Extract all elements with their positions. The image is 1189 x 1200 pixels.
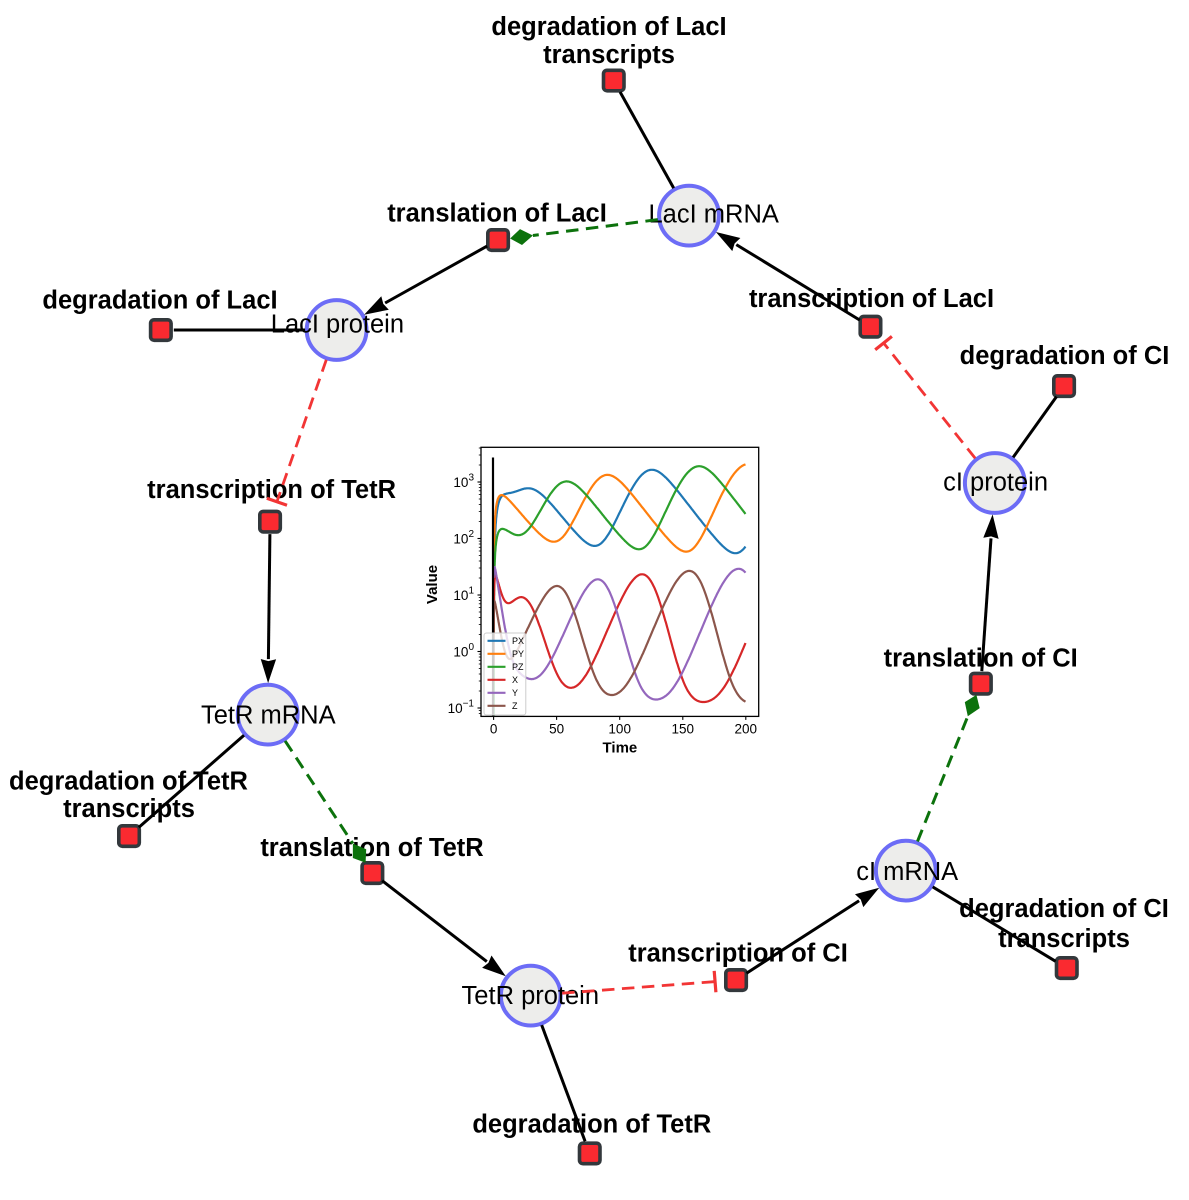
svg-text:Z: Z (512, 701, 518, 711)
svg-text:cI protein: cI protein (943, 469, 1048, 497)
svg-text:100: 100 (608, 722, 631, 737)
svg-text:translation of LacI: translation of LacI (387, 199, 607, 227)
svg-text:PZ: PZ (512, 662, 524, 672)
svg-text:degradation of TetR: degradation of TetR (472, 1111, 711, 1139)
svg-text:50: 50 (549, 722, 564, 737)
svg-text:degradation of LacI: degradation of LacI (42, 287, 277, 315)
svg-text:degradation of TetR: degradation of TetR (9, 768, 248, 796)
svg-text:Time: Time (603, 740, 638, 757)
svg-text:TetR protein: TetR protein (462, 982, 600, 1010)
svg-text:cI mRNA: cI mRNA (856, 858, 958, 886)
svg-text:LacI mRNA: LacI mRNA (649, 200, 779, 228)
svg-text:LacI protein: LacI protein (271, 311, 404, 339)
svg-text:150: 150 (672, 722, 695, 737)
svg-text:translation of TetR: translation of TetR (260, 834, 483, 862)
svg-text:degradation of LacI: degradation of LacI (491, 13, 726, 41)
svg-text:transcripts: transcripts (63, 795, 195, 823)
svg-text:Y: Y (512, 688, 518, 698)
svg-text:Value: Value (424, 565, 441, 604)
svg-text:PX: PX (512, 636, 524, 646)
svg-text:transcripts: transcripts (543, 41, 675, 69)
svg-text:transcription of CI: transcription of CI (628, 940, 848, 968)
svg-text:0: 0 (490, 722, 498, 737)
svg-text:X: X (512, 675, 518, 685)
svg-text:transcription of LacI: transcription of LacI (749, 285, 994, 313)
svg-text:200: 200 (735, 722, 758, 737)
svg-text:TetR mRNA: TetR mRNA (201, 701, 336, 729)
svg-text:PY: PY (512, 649, 524, 659)
svg-text:degradation of CI: degradation of CI (960, 342, 1170, 370)
svg-text:degradation of CI: degradation of CI (959, 895, 1169, 923)
